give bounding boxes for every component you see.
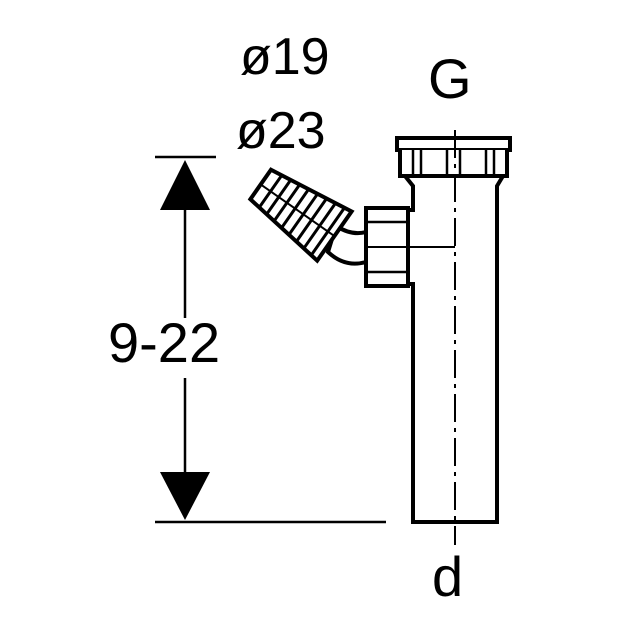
diameter-small-label: ø19 bbox=[240, 28, 330, 86]
main-pipe bbox=[395, 136, 512, 524]
arrow-down-icon bbox=[160, 472, 210, 520]
arrow-up-icon bbox=[160, 160, 210, 210]
height-dimension bbox=[155, 155, 386, 524]
diameter-large-label: ø23 bbox=[236, 102, 326, 160]
thread-label: G bbox=[428, 47, 472, 110]
height-range-label: 9-22 bbox=[108, 311, 220, 374]
outlet-label: d bbox=[432, 545, 463, 608]
hose-nozzle bbox=[247, 167, 368, 266]
